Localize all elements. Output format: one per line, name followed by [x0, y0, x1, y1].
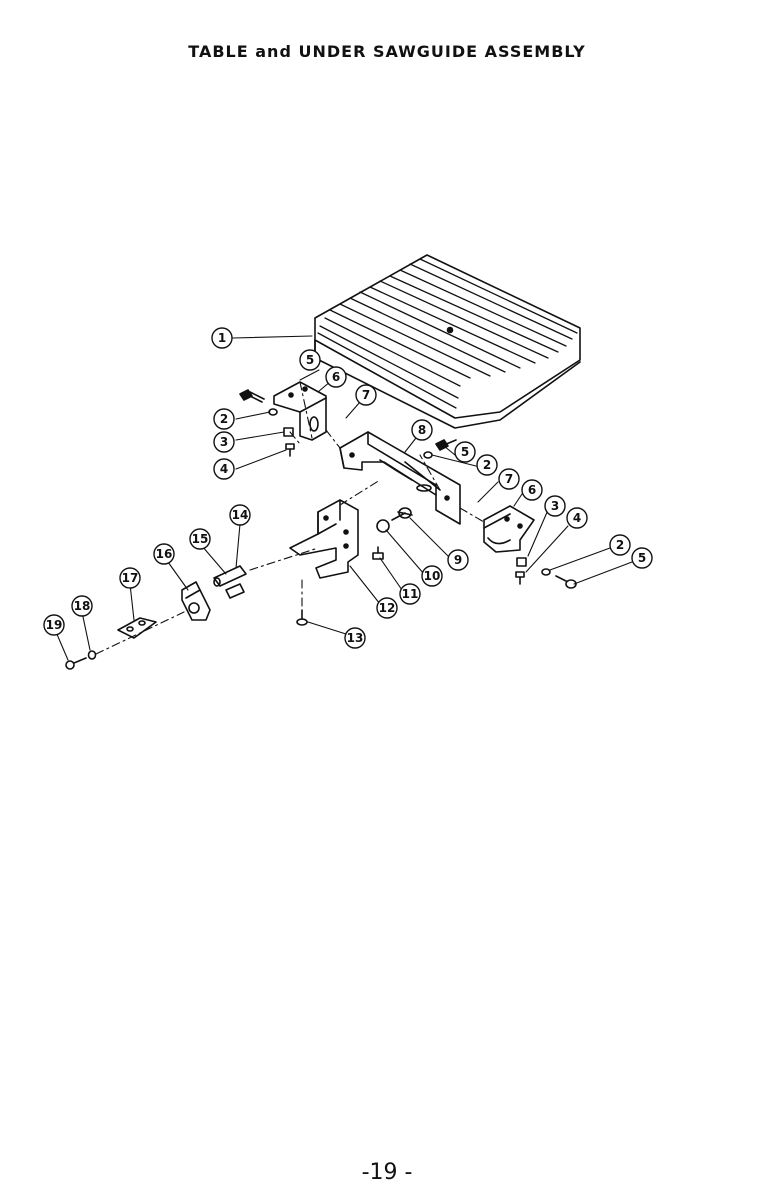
- bolt-right: [555, 575, 577, 589]
- svg-text:5: 5: [638, 551, 646, 565]
- callout-3-left: 3: [213, 431, 235, 453]
- leader-lines: [55, 335, 633, 661]
- svg-text:5: 5: [461, 445, 469, 459]
- callout-12: 12: [376, 597, 398, 619]
- callout-8: 8: [411, 419, 433, 441]
- callout-5-right: 5: [631, 547, 653, 569]
- svg-text:2: 2: [616, 538, 624, 552]
- callout-7-left: 7: [355, 384, 377, 406]
- svg-text:2: 2: [483, 458, 491, 472]
- bolt-left-top: [239, 389, 265, 403]
- svg-text:19: 19: [46, 618, 63, 632]
- callout-14: 14: [229, 504, 251, 526]
- svg-text:14: 14: [232, 508, 249, 522]
- title-and: and: [255, 42, 292, 61]
- callout-11: 11: [399, 583, 421, 605]
- callout-17: 17: [119, 567, 141, 589]
- bottom-screw: [296, 609, 308, 626]
- callout-10: 10: [421, 565, 443, 587]
- callout-18: 18: [71, 595, 93, 617]
- svg-text:6: 6: [528, 483, 536, 497]
- callout-9: 9: [447, 549, 469, 571]
- guide-block: [289, 499, 359, 579]
- small-washer: [87, 650, 97, 660]
- callout-4-right: 4: [566, 507, 588, 529]
- callout-16: 16: [153, 543, 175, 565]
- svg-text:18: 18: [74, 599, 91, 613]
- svg-text:8: 8: [418, 423, 426, 437]
- svg-text:2: 2: [220, 412, 228, 426]
- callout-1: 1: [211, 327, 233, 349]
- set-screw: [372, 546, 384, 560]
- svg-text:5: 5: [306, 353, 314, 367]
- svg-text:10: 10: [424, 569, 441, 583]
- page-title: TABLE and UNDER SAWGUIDE ASSEMBLY: [0, 42, 774, 61]
- saw-table: [314, 254, 581, 429]
- washer-right-top: [423, 451, 433, 459]
- svg-text:3: 3: [551, 499, 559, 513]
- right-bracket: [483, 505, 535, 553]
- page-number: -19 -: [361, 1160, 413, 1185]
- assembly-axes: [95, 381, 485, 655]
- callout-3-right: 3: [544, 495, 566, 517]
- svg-text:11: 11: [402, 587, 419, 601]
- svg-text:15: 15: [192, 532, 209, 546]
- svg-text:4: 4: [220, 462, 228, 476]
- callout-2-right: 2: [609, 534, 631, 556]
- shaft: [213, 565, 247, 599]
- bearing-housing: [181, 581, 211, 621]
- callout-13: 13: [344, 627, 366, 649]
- callout-7-right: 7: [498, 468, 520, 490]
- knob-washer: [376, 519, 390, 533]
- svg-text:6: 6: [332, 370, 340, 384]
- callout-19: 19: [43, 614, 65, 636]
- svg-text:7: 7: [505, 472, 513, 486]
- callout-6-left: 6: [325, 366, 347, 388]
- svg-text:7: 7: [362, 388, 370, 402]
- svg-text:9: 9: [454, 553, 462, 567]
- small-screw: [65, 657, 87, 670]
- title-table: TABLE: [188, 42, 249, 61]
- svg-text:12: 12: [379, 601, 396, 615]
- plate: [117, 617, 157, 639]
- svg-text:1: 1: [218, 331, 226, 345]
- bolt-right-top: [435, 439, 457, 451]
- washer-right: [541, 568, 551, 576]
- nut-right: [516, 557, 527, 567]
- callout-6-right: 6: [521, 479, 543, 501]
- callout-4-left: 4: [213, 458, 235, 480]
- title-assembly: UNDER SAWGUIDE ASSEMBLY: [298, 42, 586, 61]
- screw-left: [285, 443, 295, 457]
- callout-2-left: 2: [213, 408, 235, 430]
- svg-text:3: 3: [220, 435, 228, 449]
- callout-5-right-top: 5: [454, 441, 476, 463]
- left-bracket: [273, 381, 327, 441]
- svg-text:17: 17: [122, 571, 139, 585]
- main-bracket: [339, 431, 461, 525]
- svg-text:13: 13: [347, 631, 364, 645]
- knob: [391, 507, 413, 521]
- screw-right: [515, 571, 525, 585]
- callout-15: 15: [189, 528, 211, 550]
- callout-2-right-top: 2: [476, 454, 498, 476]
- svg-text:16: 16: [156, 547, 173, 561]
- callout-5-left: 5: [299, 349, 321, 371]
- svg-text:4: 4: [573, 511, 581, 525]
